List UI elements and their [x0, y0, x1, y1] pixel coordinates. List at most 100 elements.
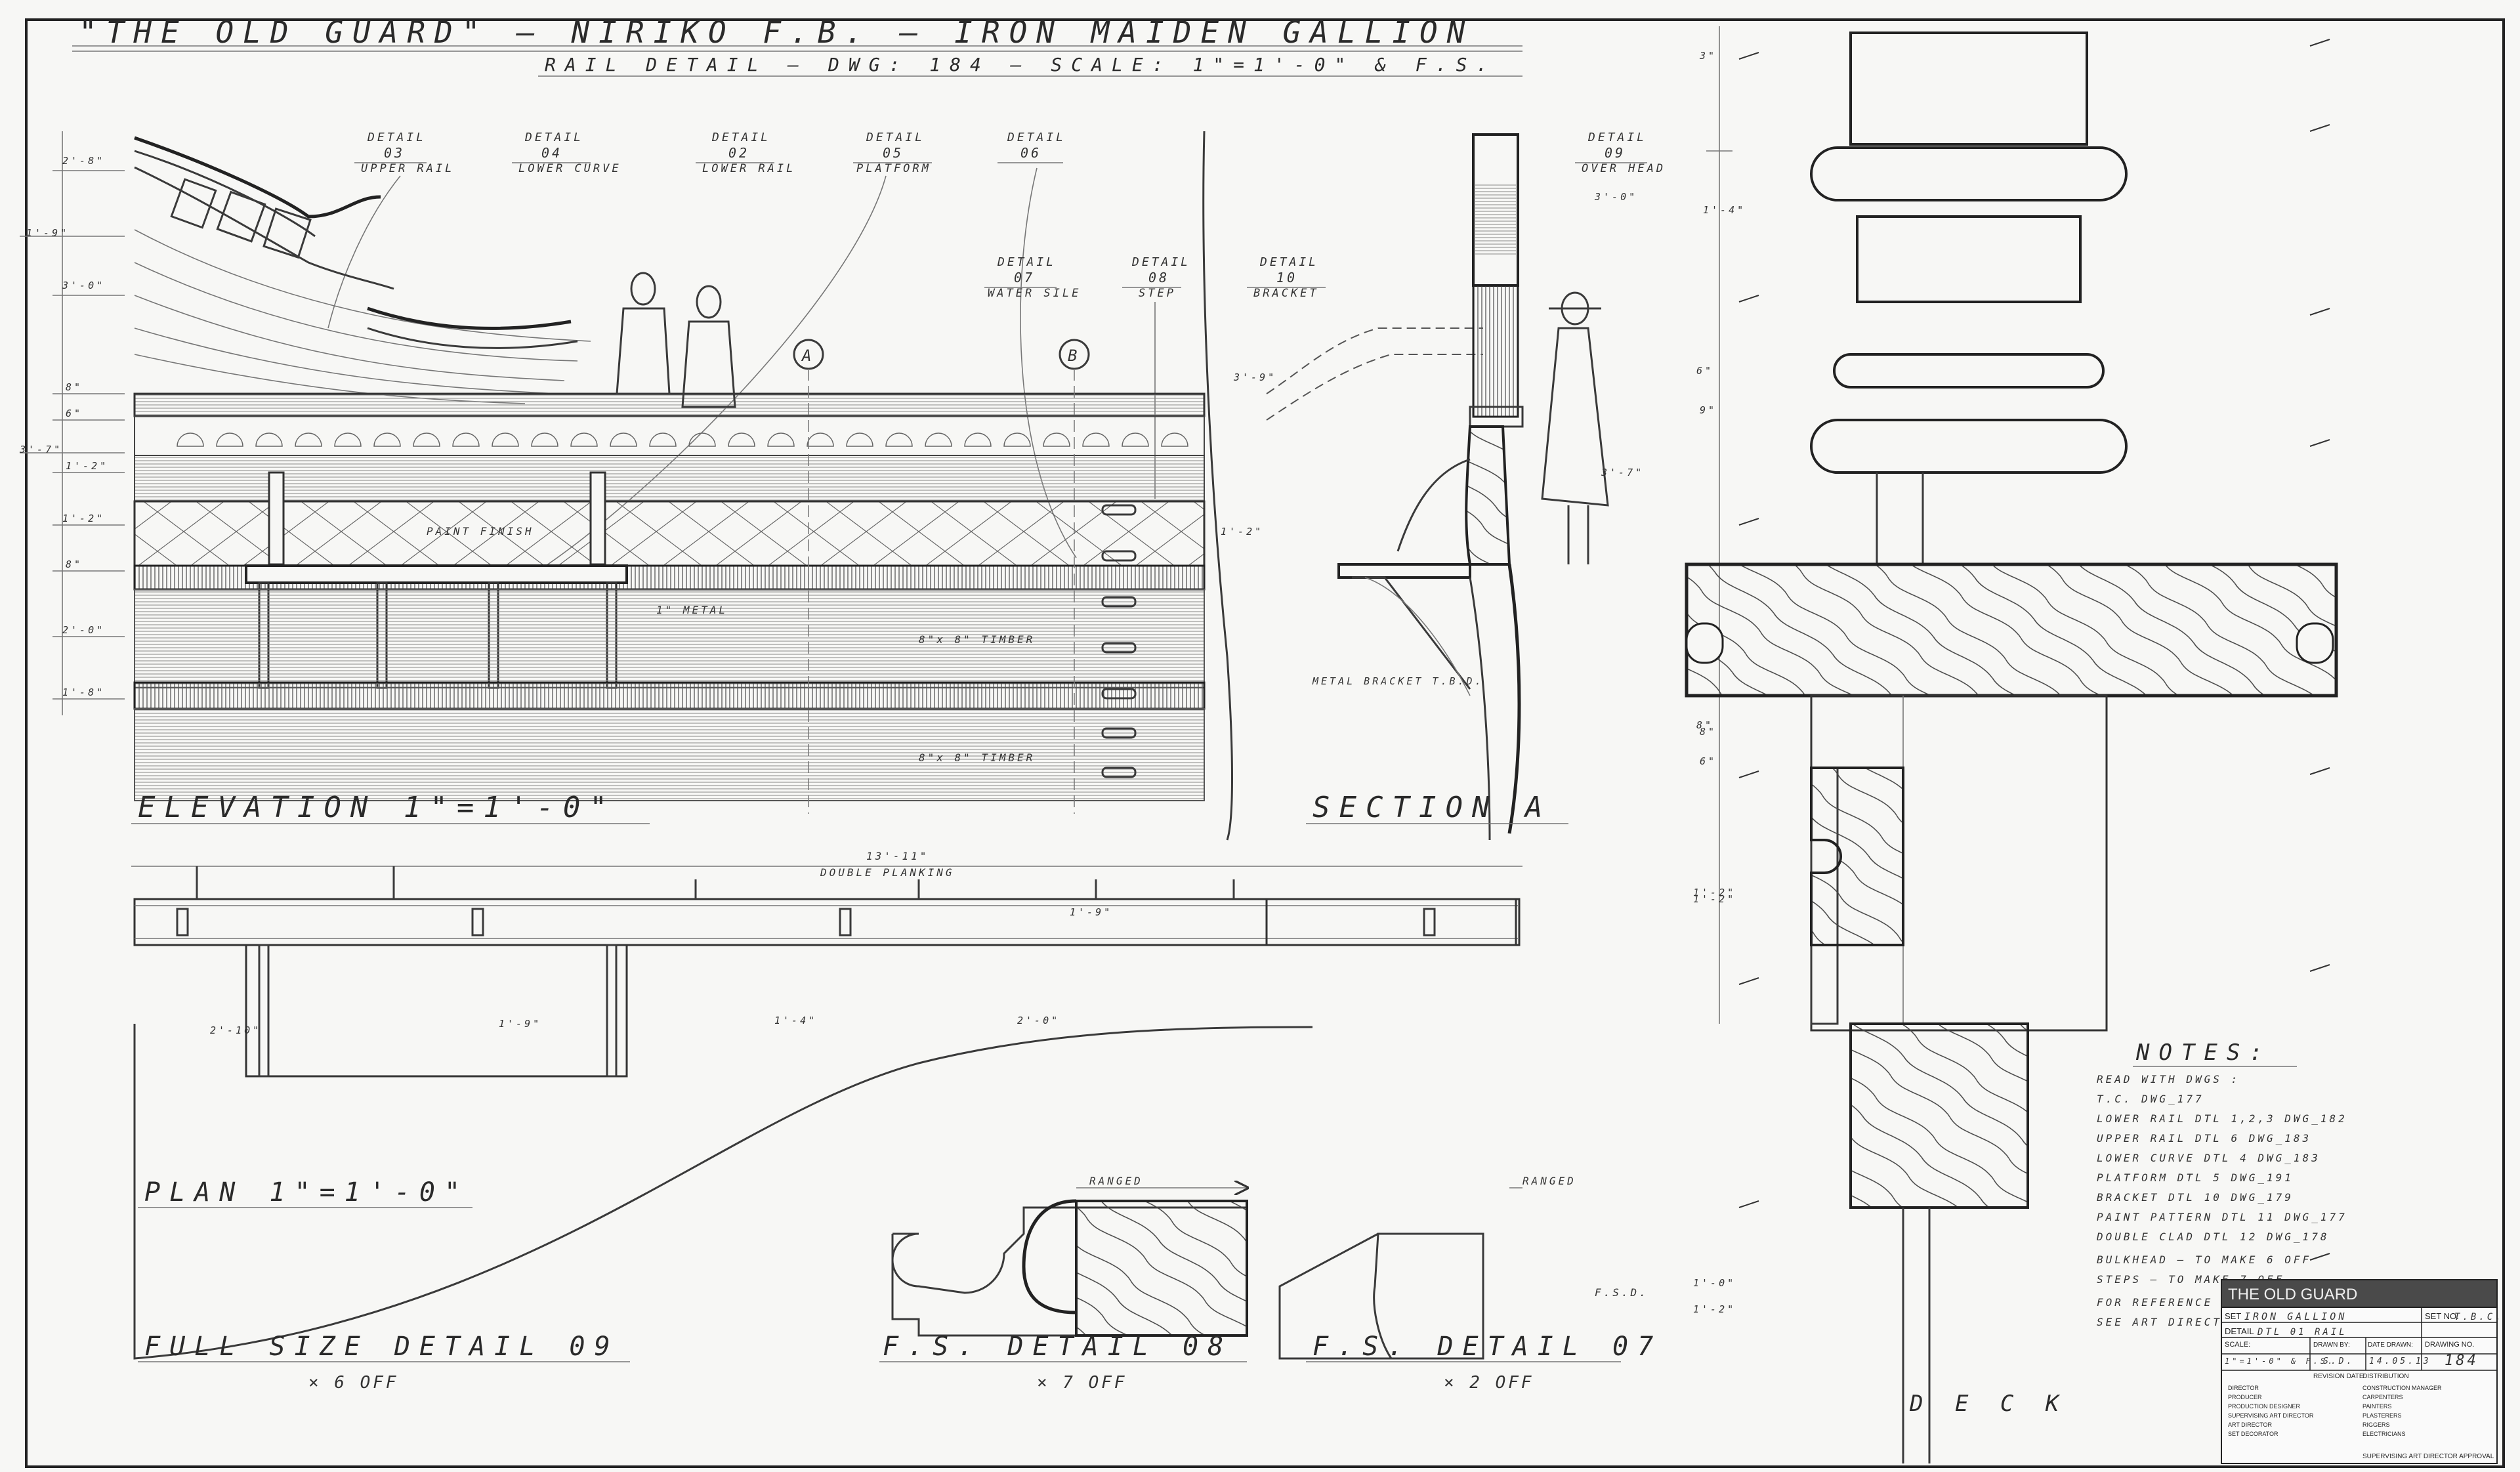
- plan-dim-3: 1'-4": [774, 1015, 817, 1026]
- svg-text:CARPENTERS: CARPENTERS: [2362, 1394, 2403, 1400]
- svg-text:1'-2": 1'-2": [66, 460, 108, 472]
- svg-text:WATER SILE: WATER SILE: [988, 287, 1081, 300]
- note-timber-2: 8"x 8" TIMBER: [919, 751, 1035, 764]
- section-a-view: METAL BRACKET T.B.D. 3'-0" 1'-4" 6" 9" 3…: [1221, 26, 1746, 1024]
- svg-text:07: 07: [1014, 270, 1035, 285]
- svg-text:DRAWN BY:: DRAWN BY:: [2313, 1341, 2350, 1349]
- svg-text:SET: SET: [2225, 1311, 2241, 1321]
- figure-sailors: [616, 272, 736, 408]
- svg-text:3'-9": 3'-9": [1233, 371, 1276, 383]
- svg-text:2'-8": 2'-8": [62, 155, 105, 167]
- detail-callout-10: DETAIL 10 BRACKET: [1247, 255, 1326, 300]
- svg-text:BRACKET: BRACKET: [1253, 287, 1319, 300]
- svg-text:2'-0": 2'-0": [62, 624, 105, 636]
- svg-text:1'-2": 1'-2": [1693, 893, 1736, 905]
- svg-text:6": 6": [66, 408, 83, 419]
- fs-detail-07: RANGED F.S.D. F.S. DETAIL 07 × 2 OFF: [1278, 1175, 1653, 1393]
- svg-text:DETAIL: DETAIL: [2225, 1326, 2254, 1336]
- svg-text:PRODUCTION DESIGNER: PRODUCTION DESIGNER: [2228, 1403, 2301, 1410]
- svg-text:CONSTRUCTION MANAGER: CONSTRUCTION MANAGER: [2362, 1385, 2442, 1391]
- svg-text:DTL 01 RAIL: DTL 01 RAIL: [2257, 1327, 2347, 1337]
- svg-text:RIGGERS: RIGGERS: [2362, 1421, 2390, 1428]
- note-painted-finish: PAINT FINISH: [427, 525, 534, 537]
- svg-text:IRON GALLION: IRON GALLION: [2244, 1311, 2347, 1322]
- svg-text:BRACKET DTL 10 DWG_: BRACKET DTL 10 DWG_179: [2097, 1191, 2294, 1204]
- plan-dim-4: 2'-0": [1017, 1015, 1060, 1026]
- elevation-view: A B PAINT FINISH 1" METAL 8"x 8" TIMBER …: [19, 131, 1233, 841]
- detail-callout-04: DETAIL 04 LOWER CURVE: [512, 131, 621, 175]
- svg-text:3'-0": 3'-0": [1594, 191, 1637, 203]
- svg-text:PLATFORM DTL 5 DWG_: PLATFORM DTL 5 DWG_191: [2097, 1171, 2294, 1184]
- svg-text:READ WITH DWGS :: READ WITH DWGS :: [2097, 1073, 2240, 1085]
- svg-text:SET NO.: SET NO.: [2425, 1311, 2459, 1321]
- plan-dim-2: 1'-9": [499, 1018, 541, 1030]
- detail-callouts: DETAIL 03 UPPER RAIL DETAIL 04 LOWER CUR…: [327, 131, 1666, 572]
- svg-text:RANGED: RANGED: [1089, 1175, 1143, 1187]
- svg-text:6": 6": [1700, 755, 1717, 767]
- svg-text:DETAIL: DETAIL: [1587, 131, 1647, 144]
- fs-detail-09-label: FULL SIZE DETAIL 09 × 6 OFF: [138, 1332, 630, 1393]
- svg-text:SEE ART DIRECTOR: SEE ART DIRECTOR: [2097, 1316, 2240, 1328]
- section-marker-b: B: [1059, 339, 1090, 814]
- svg-text:08: 08: [1148, 270, 1169, 285]
- right-dimensions: 3" 1'-2" 8" 6" 1'-0" 1'-2": [1693, 50, 1736, 1315]
- svg-text:× 2 OFF: × 2 OFF: [1444, 1373, 1534, 1393]
- svg-text:1'-0": 1'-0": [1693, 1277, 1736, 1289]
- svg-text:ELECTRICIANS: ELECTRICIANS: [2362, 1431, 2406, 1437]
- svg-text:09: 09: [1605, 145, 1626, 161]
- drawing-subtitle: RAIL DETAIL — DWG: 184 — SCALE: 1"=1'-0"…: [545, 54, 1496, 75]
- section-label: SECTION A: [1312, 791, 1551, 824]
- svg-text:OVER HEAD: OVER HEAD: [1582, 162, 1666, 175]
- svg-text:184: 184: [2445, 1353, 2479, 1369]
- note-timber-1: 8"x 8" TIMBER: [919, 633, 1035, 646]
- svg-text:REVISION DATE:: REVISION DATE:: [2313, 1373, 2365, 1380]
- svg-text:UPPER RAIL DTL 6 DWG_: UPPER RAIL DTL 6 DWG_183: [2097, 1132, 2311, 1145]
- svg-text:LOWER RAIL DTL 1,2,3 DWG_: LOWER RAIL DTL 1,2,3 DWG_182: [2097, 1112, 2347, 1125]
- svg-text:DETAIL: DETAIL: [1259, 255, 1318, 269]
- svg-text:1'-8": 1'-8": [62, 686, 105, 698]
- svg-text:PAINT PATTERN DTL 11 DWG_: PAINT PATTERN DTL 11 DWG_177: [2097, 1211, 2347, 1223]
- plan-label: PLAN 1"=1'-0": [144, 1177, 469, 1208]
- drawing-title: "THE OLD GUARD" — NIRIKO F.B. — IRON MAI…: [79, 14, 1474, 50]
- svg-text:8": 8": [1700, 726, 1717, 738]
- svg-text:S.D.: S.D.: [2323, 1356, 2354, 1366]
- svg-text:BULKHEAD — TO MAKE 6 OFF: BULKHEAD — TO MAKE 6 OFF: [2097, 1253, 2311, 1266]
- svg-text:1'-2": 1'-2": [62, 513, 105, 524]
- svg-text:DRAWING NO.: DRAWING NO.: [2425, 1341, 2474, 1349]
- note-metal: 1" METAL: [656, 604, 728, 616]
- drawing-header: "THE OLD GUARD" — NIRIKO F.B. — IRON MAI…: [72, 14, 1522, 77]
- svg-text:05: 05: [883, 145, 904, 161]
- svg-text:1'-2": 1'-2": [1693, 1303, 1736, 1315]
- svg-text:DIRECTOR: DIRECTOR: [2228, 1385, 2259, 1391]
- svg-text:PAINTERS: PAINTERS: [2362, 1403, 2391, 1410]
- svg-text:1'-4": 1'-4": [1703, 204, 1746, 216]
- svg-text:3'-7": 3'-7": [1601, 467, 1644, 478]
- svg-text:RANGED: RANGED: [1522, 1175, 1576, 1187]
- svg-text:LOWER RAIL: LOWER RAIL: [702, 162, 795, 175]
- svg-text:DETAIL: DETAIL: [524, 131, 583, 144]
- deck-label: D E C K: [1909, 1391, 2068, 1417]
- detail-callout-02: DETAIL 02 LOWER RAIL: [696, 131, 795, 175]
- detail-callout-03: DETAIL 03 UPPER RAIL: [327, 131, 452, 329]
- svg-text:× 6 OFF: × 6 OFF: [308, 1373, 399, 1393]
- svg-text:03: 03: [384, 145, 405, 161]
- svg-text:SET DECORATOR: SET DECORATOR: [2228, 1431, 2278, 1437]
- svg-text:T.C. DWG_177: T.C. DWG_177: [2097, 1093, 2204, 1105]
- svg-text:LOWER CURVE: LOWER CURVE: [518, 162, 621, 175]
- svg-text:6": 6": [1696, 365, 1713, 377]
- svg-text:3'-7": 3'-7": [19, 444, 62, 455]
- svg-text:PRODUCER: PRODUCER: [2228, 1394, 2262, 1400]
- svg-text:9": 9": [1700, 404, 1717, 416]
- svg-text:FULL SIZE DETAIL 09: FULL SIZE DETAIL 09: [144, 1332, 620, 1362]
- svg-text:F.S.D.: F.S.D.: [1595, 1286, 1648, 1299]
- svg-text:PLASTERERS: PLASTERERS: [2362, 1412, 2402, 1419]
- plan-dim-5: 1'-9": [1070, 906, 1112, 918]
- svg-text:DETAIL: DETAIL: [367, 131, 426, 144]
- svg-text:3": 3": [1699, 50, 1717, 62]
- svg-text:8": 8": [66, 558, 83, 570]
- svg-text:DOUBLE CLAD DTL 12 DWG_: DOUBLE CLAD DTL 12 DWG_178: [2096, 1230, 2329, 1243]
- svg-text:1'-2": 1'-2": [1693, 887, 1736, 898]
- svg-text:06: 06: [1020, 145, 1041, 161]
- detail-callout-07: DETAIL 07 WATER SILE: [984, 255, 1081, 300]
